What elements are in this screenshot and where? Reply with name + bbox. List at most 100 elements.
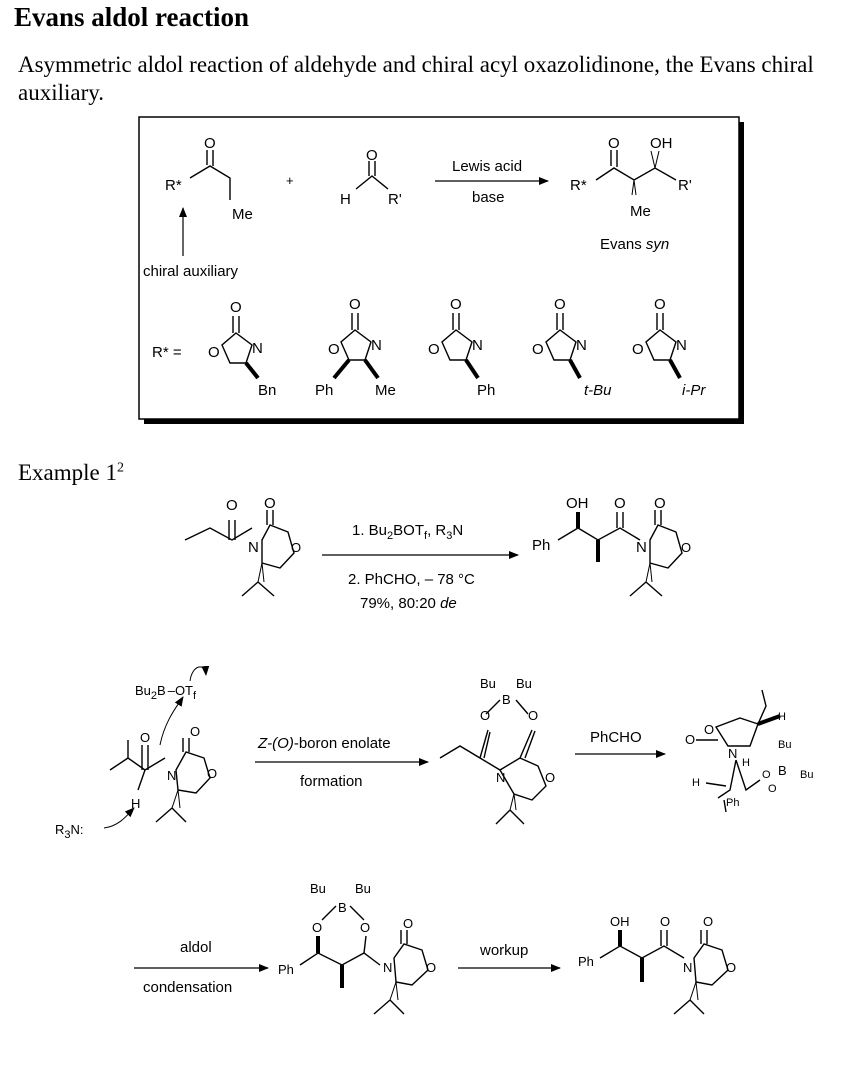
svg-text:H: H (692, 777, 700, 789)
example-label: Example 1 (18, 460, 117, 485)
ex1-starting-material: O O O N (184, 495, 301, 597)
enolate-arrow-bottom: formation (300, 773, 363, 790)
svg-text:N: N (248, 539, 259, 556)
phcho-arrow-label: PhCHO (590, 729, 642, 746)
svg-text:O: O (704, 722, 714, 737)
mech-boron-enolate: Bu Bu B O O N O (439, 676, 555, 825)
svg-text:Ph: Ph (726, 797, 739, 809)
svg-text:N: N (472, 337, 483, 354)
acyl-substrate: O R* Me (165, 135, 253, 223)
carbonyl-o: O (204, 135, 216, 152)
plus-sign: + (286, 173, 294, 188)
product-oh: OH (650, 135, 673, 152)
svg-text:O: O (230, 299, 242, 316)
product-rstar: R* (570, 177, 587, 194)
general-scheme-box (138, 116, 744, 424)
aux-benzyl: O O N Bn (208, 299, 276, 399)
svg-text:O: O (480, 708, 490, 723)
enolate-arrow-top: Z-(O)-boron enolate (257, 735, 391, 752)
svg-text:B: B (338, 900, 347, 915)
svg-text:O: O (349, 296, 361, 313)
svg-text:Bu: Bu (355, 881, 371, 896)
svg-text:O: O (291, 540, 301, 555)
bu2b-otf-label: Bu2B–OTf (135, 683, 197, 702)
svg-text:O: O (654, 296, 666, 313)
r3n-label: R3N: (55, 822, 84, 841)
aldol-arrow-bottom: condensation (143, 979, 232, 996)
svg-text:O: O (532, 341, 544, 358)
product-rprime: R' (678, 177, 692, 194)
svg-text:N: N (636, 539, 647, 556)
svg-text:O: O (264, 495, 276, 512)
svg-text:O: O (545, 770, 555, 785)
ex1-condition-2: 2. PhCHO, – 78 °C (348, 571, 475, 588)
svg-text:O: O (768, 783, 777, 795)
aux-tbu: O O N t-Bu (532, 296, 612, 399)
svg-text:O: O (360, 920, 370, 935)
svg-text:O: O (681, 540, 691, 555)
svg-text:O: O (660, 914, 670, 929)
ex1-condition-3: 79%, 80:20 de (360, 595, 457, 612)
aldehyde: O H R' (340, 147, 402, 208)
methyl-label: Me (232, 206, 253, 223)
svg-text:O: O (426, 960, 436, 975)
svg-text:O: O (685, 732, 695, 747)
aldehyde-rprime: R' (388, 191, 402, 208)
mech-acyl-oxazolidinone: Bu2B–OTf O H O O N R3N: (55, 665, 217, 841)
example-heading: Example 12 (18, 460, 124, 486)
mech-aldolate: Bu Bu B O O Ph O O N (278, 881, 436, 1015)
svg-text:O: O (450, 296, 462, 313)
svg-text:N: N (371, 337, 382, 354)
evans-syn-product: O OH R* R' Me (570, 135, 692, 220)
reagent-base: base (472, 189, 505, 206)
svg-text:O: O (703, 914, 713, 929)
svg-text:O: O (654, 495, 666, 512)
aux-sub-me: Me (375, 382, 396, 399)
aux-sub-ipr: i-Pr (682, 382, 706, 399)
svg-text:O: O (726, 960, 736, 975)
aux-sub-ph: Ph (315, 382, 333, 399)
aux-ipr: O O N i-Pr (632, 296, 706, 399)
svg-text:O: O (403, 916, 413, 931)
svg-text:O: O (528, 708, 538, 723)
svg-text:Bu: Bu (516, 676, 532, 691)
svg-text:N: N (167, 768, 176, 783)
aldehyde-h: H (340, 191, 351, 208)
svg-text:H: H (742, 757, 750, 769)
svg-text:N: N (728, 746, 737, 761)
svg-text:N: N (496, 770, 505, 785)
svg-text:O: O (762, 769, 771, 781)
aux-sub-ph2: Ph (477, 382, 495, 399)
svg-text:Bu: Bu (310, 881, 326, 896)
svg-text:O: O (226, 497, 238, 514)
svg-text:N: N (576, 337, 587, 354)
svg-text:O: O (207, 766, 217, 781)
svg-text:Ph: Ph (532, 537, 550, 554)
svg-text:OH: OH (610, 914, 630, 929)
workup-label: workup (479, 942, 528, 959)
svg-text:H: H (778, 711, 786, 723)
product-o: O (608, 135, 620, 152)
svg-text:O: O (190, 724, 200, 739)
ex1-condition-1: 1. Bu2BOTf, R3N (352, 522, 463, 542)
page-title: Evans aldol reaction (14, 2, 250, 32)
svg-text:B: B (778, 763, 787, 778)
svg-text:O: O (614, 495, 626, 512)
svg-text:O: O (428, 341, 440, 358)
svg-text:N: N (383, 960, 392, 975)
svg-text:B: B (502, 692, 511, 707)
aldehyde-o: O (366, 147, 378, 164)
svg-text:Ph: Ph (278, 962, 294, 977)
aux-sub-bn: Bn (258, 382, 276, 399)
svg-text:Bu: Bu (778, 739, 791, 751)
aux-phenyl: O O N Ph (428, 296, 495, 399)
svg-text:N: N (676, 337, 687, 354)
rstar-label: R* (165, 177, 182, 194)
svg-text:N: N (683, 960, 692, 975)
svg-text:O: O (328, 341, 340, 358)
svg-text:N: N (252, 340, 263, 357)
aux-sub-tbu: t-Bu (584, 382, 612, 399)
aux-ph-me: O O N Ph Me (315, 296, 396, 399)
mech-h-label: H (131, 796, 140, 811)
